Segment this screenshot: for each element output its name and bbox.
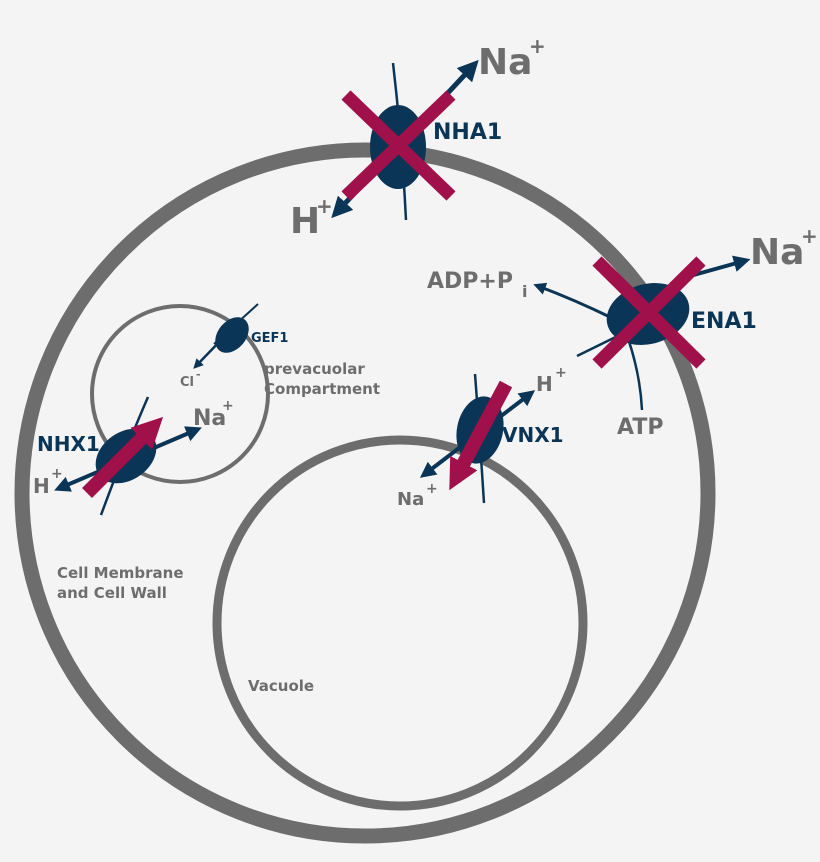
vnx1-enhanced-arrow	[449, 380, 513, 491]
prevacuolar-label: prevacuolar	[264, 360, 365, 378]
nhx1-enhanced-arrow	[82, 416, 164, 498]
nha1-h-charge: +	[316, 194, 333, 218]
gef1-label: GEF1	[251, 331, 288, 346]
nha1-h-label: H	[290, 201, 320, 242]
nha1-na-label: Na	[478, 42, 532, 83]
vnx1-na-label: Na	[397, 489, 424, 510]
nhx1-h-charge: +	[51, 466, 63, 482]
gef1-cl-label: Cl	[180, 375, 194, 390]
ena1-adp-arrow	[533, 282, 613, 320]
vacuole-label: Vacuole	[248, 677, 314, 695]
nhx1-transporter: NHX1 Na + H +	[33, 396, 234, 516]
ena1-atp-label: ATP	[617, 415, 663, 440]
ena1-label: ENA1	[691, 309, 757, 334]
ena1-product-label: ADP+P	[427, 269, 513, 294]
cell-membrane-label-line2: and Cell Wall	[57, 584, 167, 602]
ena1-product-sub: i	[522, 282, 527, 301]
ena1-na-charge: +	[801, 224, 818, 248]
ena1-na-label: Na	[750, 232, 804, 273]
vnx1-transporter: VNX1 H + Na +	[397, 365, 567, 510]
vnx1-h-charge: +	[555, 365, 567, 381]
nhx1-h-label: H	[33, 474, 50, 498]
nha1-label: NHA1	[433, 120, 502, 145]
prevacuolar-label-line2: Compartment	[264, 380, 380, 398]
vnx1-na-charge: +	[426, 481, 438, 497]
nhx1-na-charge: +	[222, 398, 234, 414]
gef1-transporter: GEF1 Cl -	[180, 303, 288, 390]
cell-membrane	[14, 142, 716, 844]
gef1-cl-charge: -	[196, 368, 201, 381]
ena1-transporter: ENA1 Na + ADP+P i ATP	[427, 224, 818, 440]
ena1-block-cross	[592, 256, 706, 369]
nha1-block-cross	[341, 90, 456, 201]
nha1-na-charge: +	[529, 34, 546, 58]
vnx1-h-label: H	[536, 372, 553, 396]
nhx1-na-label: Na	[193, 406, 226, 431]
nha1-transporter: NHA1 Na + H +	[290, 34, 546, 242]
ena1-na-arrow	[689, 255, 751, 278]
cell-membrane-label: Cell Membrane	[57, 564, 184, 582]
vacuole-membrane	[212, 435, 588, 811]
vnx1-label: VNX1	[502, 423, 564, 447]
gef1-protein	[215, 317, 249, 353]
nhx1-label: NHX1	[37, 432, 100, 456]
